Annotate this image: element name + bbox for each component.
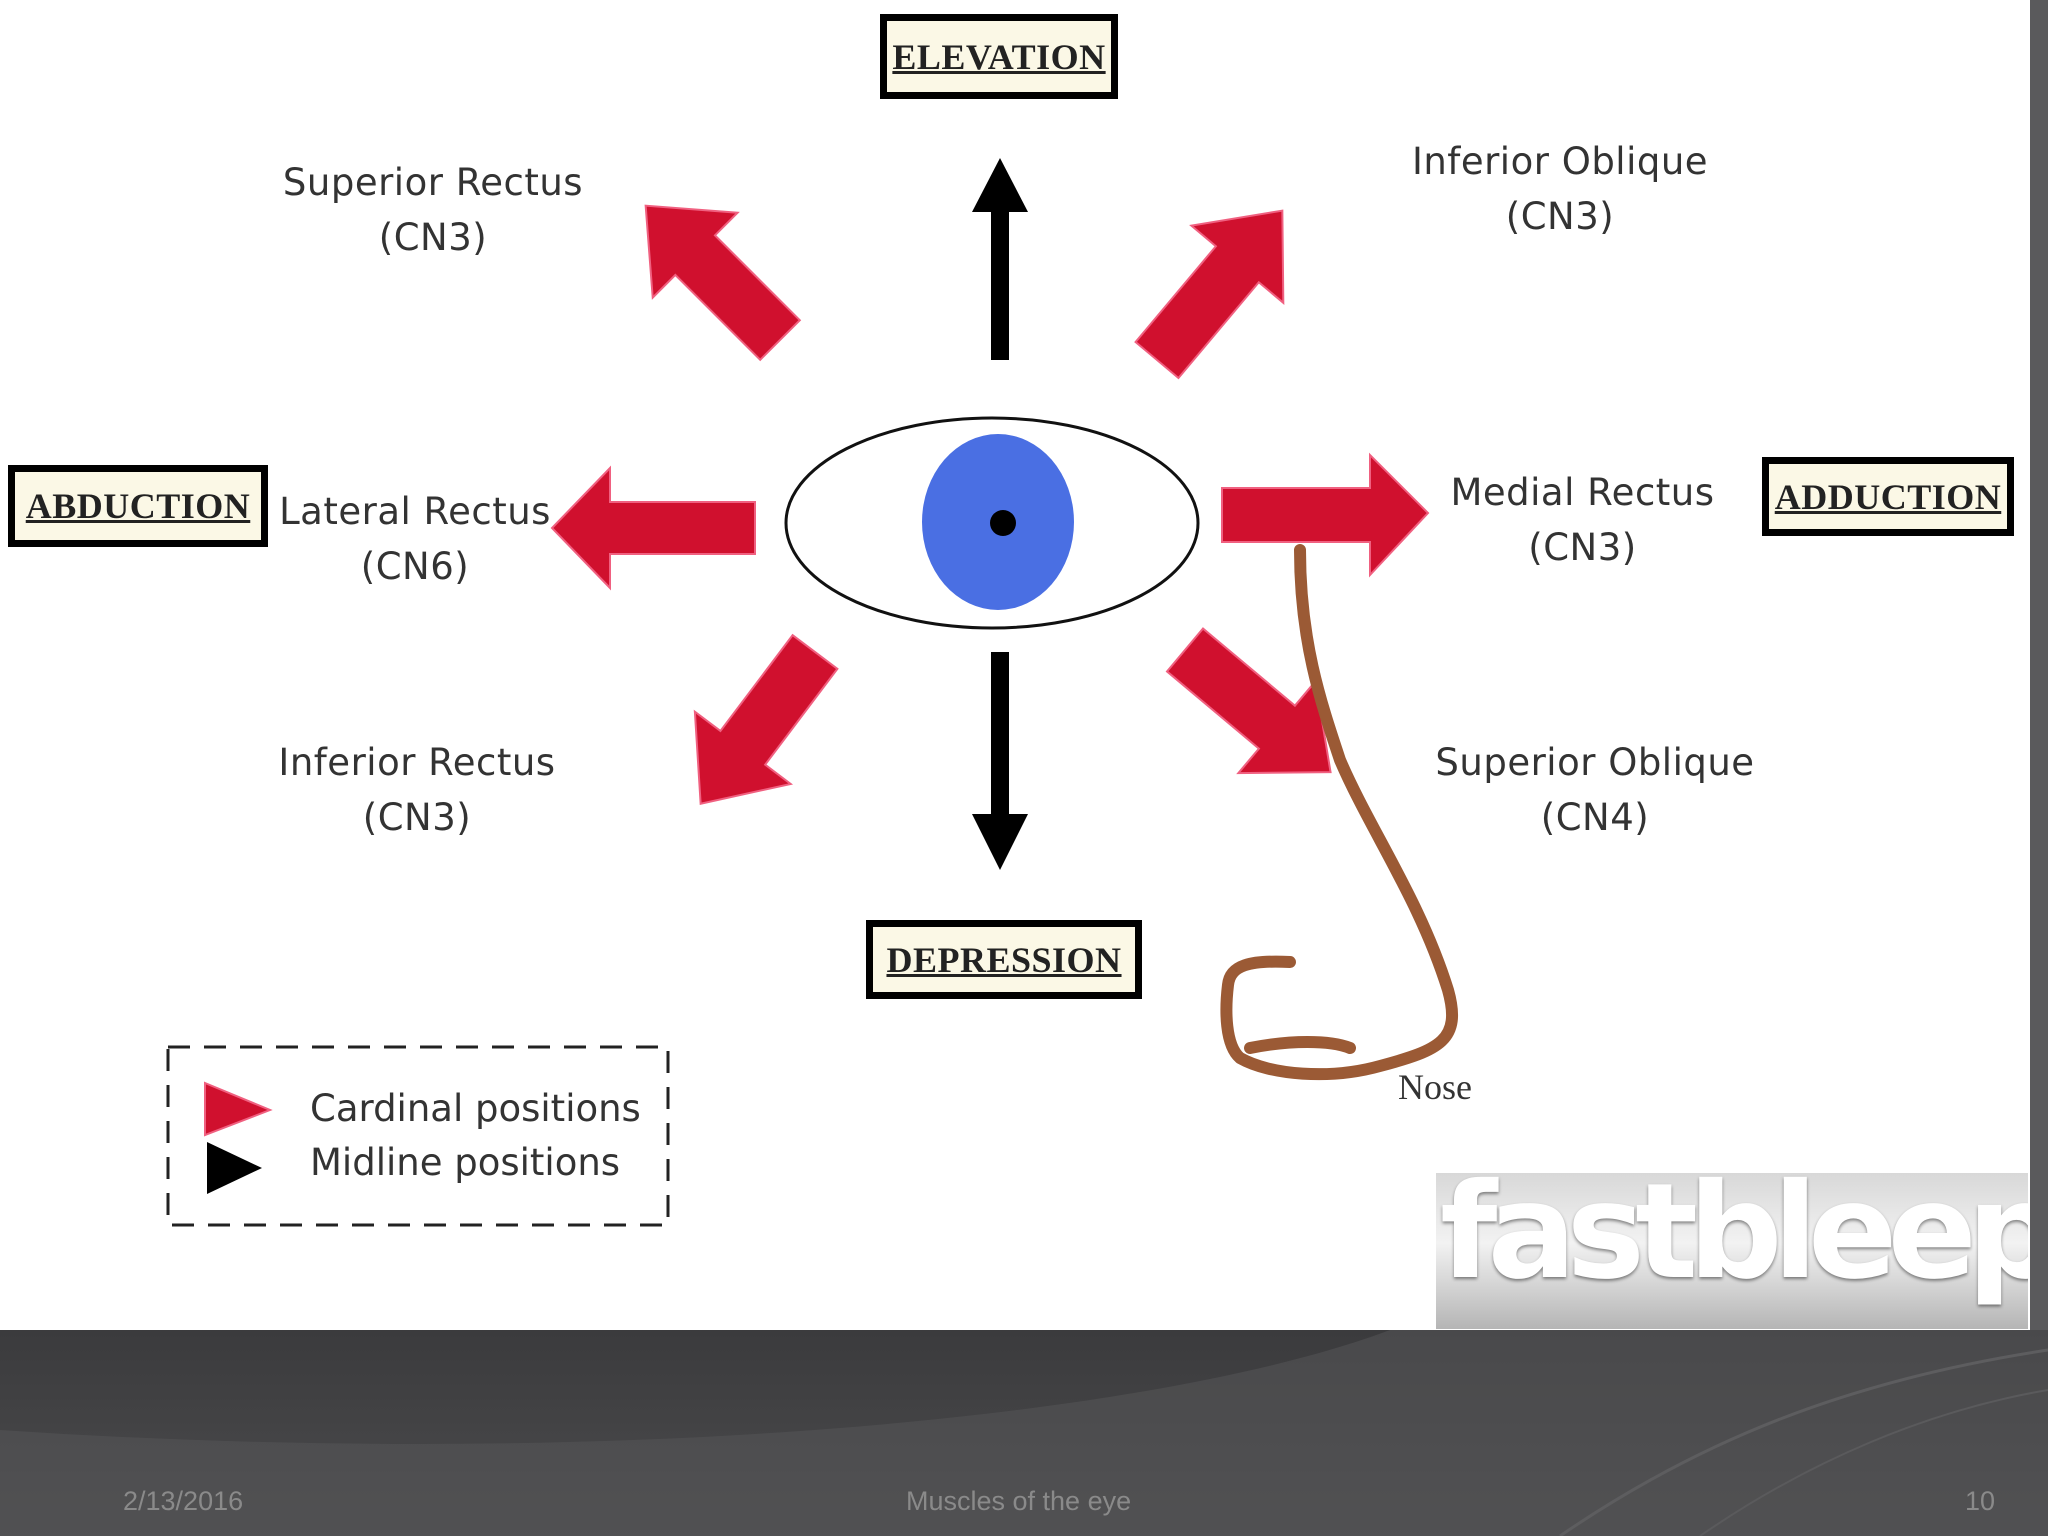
depression-label: DEPRESSION: [866, 920, 1142, 999]
legend-midline-label: Midline positions: [310, 1141, 621, 1184]
superior-oblique-label: Superior Oblique (CN4): [1420, 735, 1770, 845]
superior-rectus-name: Superior Rectus: [282, 161, 584, 204]
superior-rectus-label: Superior Rectus (CN3): [268, 155, 598, 265]
footer-page-number: 10: [1965, 1486, 1996, 1516]
adduction-label: ADDUCTION: [1762, 457, 2014, 536]
legend-cardinal-label: Cardinal positions: [310, 1087, 641, 1130]
fastbleep-logo: fastbleep)): [1436, 1173, 2028, 1329]
medial-rectus-name: Medial Rectus: [1450, 471, 1715, 514]
cardinal-legend-icon: [204, 1081, 273, 1137]
legend-box: [166, 1045, 670, 1227]
nose-label: Nose: [1398, 1067, 1472, 1107]
superior-oblique-arrow: [1165, 627, 1332, 775]
depression-arrow: [972, 652, 1028, 870]
inferior-rectus-name: Inferior Rectus: [278, 741, 556, 784]
midline-legend-icon: [207, 1142, 262, 1194]
medial-rectus-arrow: [1221, 452, 1430, 578]
superior-oblique-name: Superior Oblique: [1435, 741, 1755, 784]
elevation-arrow: [972, 158, 1028, 360]
inferior-oblique-nerve: (CN3): [1505, 195, 1615, 238]
eye-icon: [784, 416, 1200, 630]
superior-rectus-arrow: [644, 204, 802, 362]
logo-text: fastbleep)): [1440, 1173, 2028, 1309]
inferior-oblique-arrow: [1134, 209, 1285, 380]
abduction-label: ABDUCTION: [8, 465, 268, 547]
lateral-rectus-name: Lateral Rectus: [279, 490, 551, 533]
inferior-oblique-label: Inferior Oblique (CN3): [1390, 134, 1730, 244]
footer-title: Muscles of the eye: [906, 1486, 1132, 1516]
inferior-rectus-label: Inferior Rectus (CN3): [262, 735, 572, 845]
nose-drawing: [1220, 544, 1458, 1081]
medial-rectus-label: Medial Rectus (CN3): [1430, 465, 1735, 575]
lateral-rectus-nerve: (CN6): [360, 545, 470, 588]
lateral-rectus-arrow: [550, 465, 756, 591]
footer-date: 2/13/2016: [123, 1486, 244, 1516]
lateral-rectus-label: Lateral Rectus (CN6): [270, 484, 560, 594]
elevation-label: ELEVATION: [880, 14, 1118, 99]
superior-rectus-nerve: (CN3): [378, 216, 488, 259]
medial-rectus-nerve: (CN3): [1528, 526, 1637, 569]
superior-oblique-nerve: (CN4): [1540, 796, 1650, 839]
inferior-rectus-nerve: (CN3): [362, 796, 472, 839]
inferior-rectus-arrow: [693, 633, 839, 805]
inferior-oblique-name: Inferior Oblique: [1411, 140, 1709, 183]
